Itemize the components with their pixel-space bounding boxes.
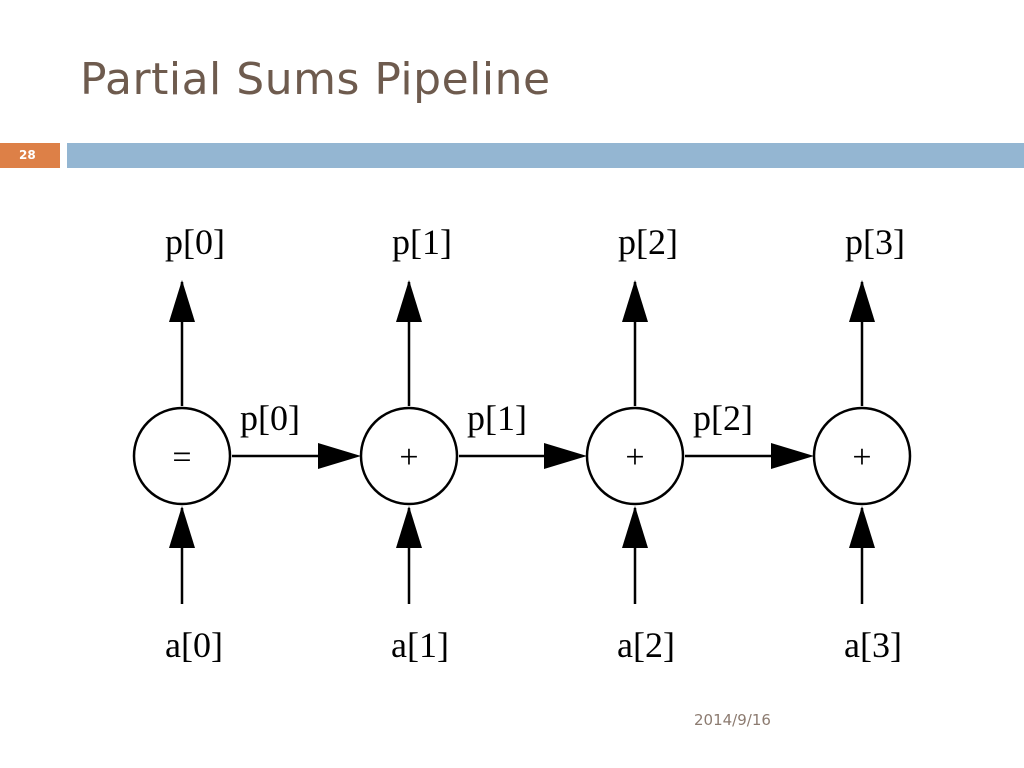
input-label: a[0] [165,625,223,665]
pipeline-edge-2: p[2] [685,398,814,469]
edge-arrowhead [544,443,587,469]
stage-operator: + [399,439,418,476]
output-arrowhead [169,280,195,322]
slide-title: Partial Sums Pipeline [80,54,551,105]
stage-operator: + [625,439,644,476]
pipeline-stage-1: + p[1] a[1] [359,222,459,665]
edge-label: p[2] [693,398,753,438]
pipeline-stage-0: = p[0] a[0] [132,222,232,665]
pipeline-edge-0: p[0] [232,398,361,469]
pipeline-stage-3: + p[3] a[3] [812,222,912,665]
output-label: p[3] [845,222,905,262]
pipeline-stage-2: + p[2] a[2] [585,222,685,665]
output-label: p[2] [618,222,678,262]
slide-number-badge: 28 [0,143,60,168]
edge-arrowhead [771,443,814,469]
input-arrowhead [396,506,422,548]
input-arrowhead [622,506,648,548]
output-arrowhead [622,280,648,322]
stage-operator: = [172,439,191,476]
input-label: a[2] [617,625,675,665]
edge-arrowhead [318,443,361,469]
output-label: p[1] [392,222,452,262]
footer-date: 2014/9/16 [694,711,771,729]
input-label: a[3] [844,625,902,665]
output-arrowhead [849,280,875,322]
edge-label: p[1] [467,398,527,438]
input-label: a[1] [391,625,449,665]
input-arrowhead [849,506,875,548]
stage-node-circle [132,406,232,506]
header-bar [67,143,1024,168]
stage-operator: + [852,439,871,476]
edge-label: p[0] [240,398,300,438]
slide-number: 28 [19,148,36,162]
output-arrowhead [396,280,422,322]
input-arrowhead [169,506,195,548]
pipeline-edge-1: p[1] [459,398,587,469]
output-label: p[0] [165,222,225,262]
